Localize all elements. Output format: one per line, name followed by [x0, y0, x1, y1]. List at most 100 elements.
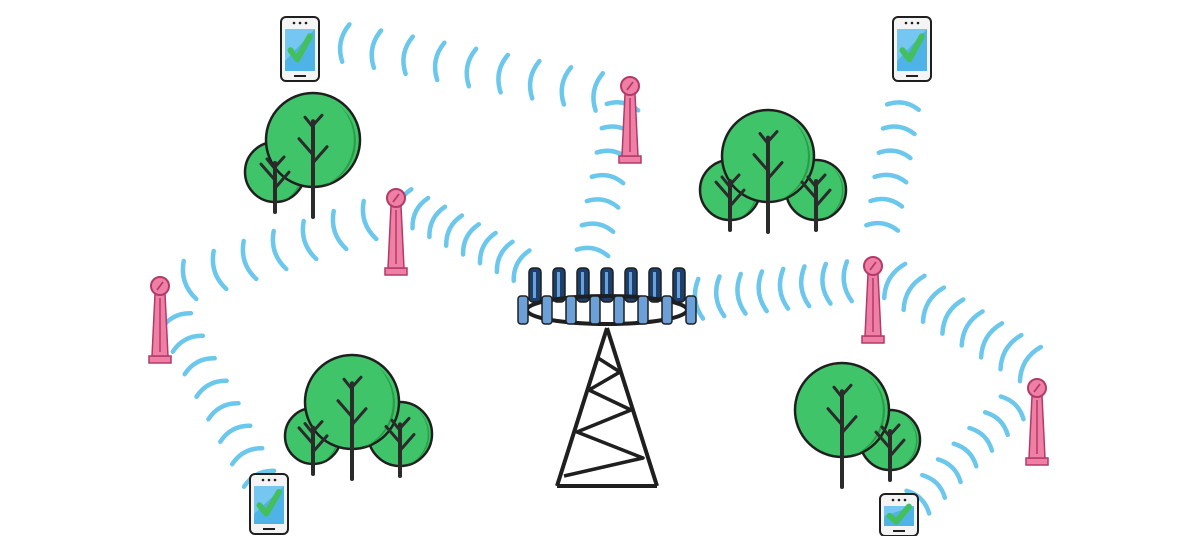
antenna-base	[1025, 457, 1049, 466]
signal-wave	[229, 446, 265, 467]
signal-wave	[798, 264, 812, 309]
small-cell-antenna-icon	[861, 256, 885, 344]
signal-path	[904, 394, 1026, 516]
phone-speaker	[891, 498, 895, 502]
signal-path	[158, 311, 277, 489]
antenna-panel-highlight	[557, 272, 560, 298]
signal-wave	[940, 297, 966, 336]
antenna-base	[618, 155, 642, 164]
tree-branches	[800, 173, 832, 208]
check-icon	[287, 33, 313, 63]
signal-wave	[589, 172, 626, 186]
tower-lattice	[563, 356, 645, 478]
phone-speaker	[298, 21, 302, 25]
check-icon	[899, 33, 925, 63]
small-cell-antenna-icon	[384, 188, 408, 276]
check-icon	[886, 503, 912, 525]
antenna-panel	[589, 295, 601, 325]
signal-wave	[920, 285, 947, 324]
signal-wave	[574, 245, 611, 259]
tree-shade	[896, 417, 918, 470]
tree-shade	[822, 167, 844, 220]
signal-wave	[180, 258, 199, 302]
signal-wave	[460, 222, 482, 257]
antenna-panel	[517, 295, 529, 325]
signal-wave	[841, 259, 854, 304]
smartphone-check-icon	[249, 473, 289, 535]
tree-branches	[297, 420, 329, 454]
signal-wave	[206, 401, 241, 422]
signal-wave	[427, 204, 448, 240]
phone-speaker	[904, 21, 908, 25]
tree-icon	[243, 91, 362, 219]
antenna-mark	[156, 281, 164, 291]
small-cell-antenna-icon	[1025, 378, 1049, 466]
signal-wave	[330, 208, 349, 252]
signal-wave	[998, 394, 1026, 422]
signal-wave	[494, 239, 515, 275]
signal-wave	[868, 196, 905, 209]
phone-speaker	[304, 21, 308, 25]
tree-branches	[336, 375, 368, 427]
tower-frame	[555, 327, 659, 488]
signal-wave	[881, 261, 908, 301]
signal-wave	[713, 274, 727, 319]
signal-wave	[270, 228, 289, 272]
antenna-panel	[613, 295, 625, 325]
device-layer	[249, 16, 932, 536]
tree-branches	[752, 130, 784, 181]
antenna-panel-highlight	[533, 272, 536, 298]
signal-layer	[158, 22, 1044, 516]
antenna-panel-highlight	[653, 272, 656, 298]
signal-path	[180, 198, 379, 302]
tree-branches	[826, 383, 858, 435]
signal-wave	[982, 410, 1010, 438]
smartphone-check-icon	[892, 16, 932, 82]
antenna-panel	[685, 295, 697, 325]
antenna-layer	[148, 76, 1049, 466]
antenna-base	[861, 335, 885, 344]
tree-branches	[714, 173, 746, 208]
signal-wave	[735, 271, 748, 316]
phone-speaker	[916, 21, 920, 25]
tree-shade	[736, 167, 758, 220]
tree-branches	[384, 416, 416, 452]
tree-layer	[243, 91, 922, 489]
small-cell-antenna-icon	[148, 276, 172, 364]
signal-wave	[579, 221, 616, 235]
small-cell-antenna-icon	[618, 76, 642, 164]
antenna-mark	[392, 193, 400, 203]
tree-icon	[283, 353, 434, 481]
tree-shade	[318, 415, 339, 464]
signal-wave	[901, 273, 927, 313]
signal-wave	[401, 34, 416, 77]
phone-speaker	[267, 478, 271, 482]
signal-wave	[978, 321, 1005, 360]
signal-path	[337, 22, 606, 113]
signal-wave	[591, 71, 606, 113]
antenna-panel-highlight	[677, 272, 680, 298]
antenna-mark	[1033, 383, 1041, 393]
phone-speaker	[261, 478, 265, 482]
signal-wave	[240, 238, 259, 282]
signal-wave	[884, 100, 921, 113]
signal-wave	[951, 441, 979, 469]
tree-shade	[322, 104, 356, 187]
signal-wave	[876, 148, 913, 161]
signal-wave	[170, 333, 206, 354]
signal-wave	[959, 309, 985, 348]
signal-wave	[756, 269, 769, 314]
signal-wave	[511, 248, 532, 283]
signal-wave	[584, 197, 621, 210]
signal-wave	[337, 22, 352, 64]
base-station-layer	[517, 267, 697, 488]
antenna-panel	[637, 295, 649, 325]
antenna-panel	[565, 295, 577, 325]
signal-wave	[872, 172, 909, 185]
signal-path	[692, 259, 854, 321]
tree-shade	[281, 149, 303, 202]
phone-speaker	[910, 21, 914, 25]
signal-wave	[820, 261, 833, 306]
signal-wave	[300, 218, 319, 262]
